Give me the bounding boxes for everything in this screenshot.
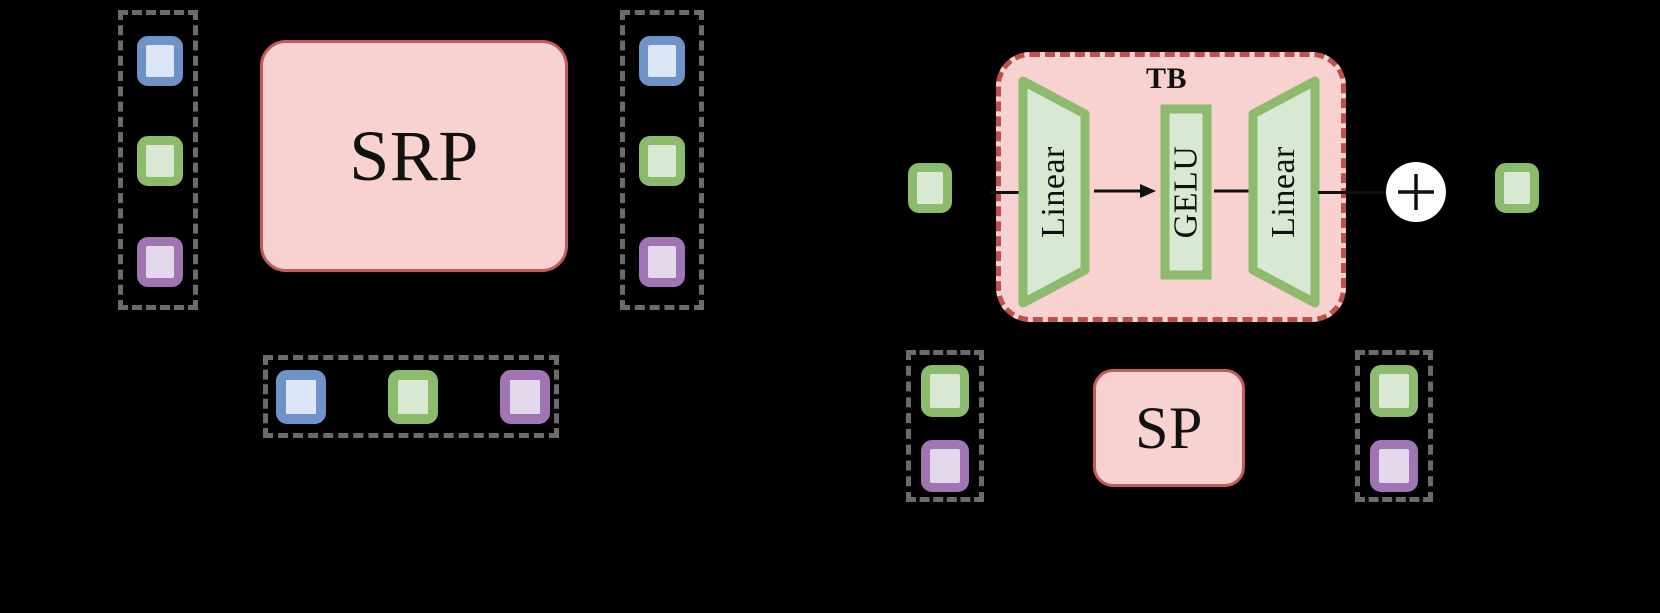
token-purple-sp-output[interactable] — [1370, 440, 1418, 492]
token-green-input[interactable] — [137, 136, 183, 186]
token-purple-sequence[interactable] — [500, 370, 550, 424]
arrow-linear1-to-gelu — [1094, 180, 1156, 202]
tb-output-connector — [1318, 191, 1386, 194]
token-purple-sp-input[interactable] — [921, 440, 969, 492]
input-token-group — [118, 10, 198, 310]
linear-1-shape[interactable]: Linear — [1018, 76, 1090, 308]
token-green-output[interactable] — [639, 136, 685, 186]
token-blue-input[interactable] — [137, 36, 183, 86]
residual-add-node[interactable] — [1386, 162, 1446, 222]
tb-input-token[interactable] — [908, 163, 952, 213]
token-purple-output[interactable] — [639, 237, 685, 287]
sp-block[interactable]: SP — [1093, 369, 1245, 487]
token-blue-output[interactable] — [639, 36, 685, 86]
tb-input-connector — [990, 191, 1035, 194]
tb-output-token[interactable] — [1495, 163, 1539, 213]
gelu-shape[interactable]: GELU — [1160, 104, 1212, 280]
sp-block-label: SP — [1135, 394, 1203, 461]
sp-output-token-group — [1355, 350, 1433, 502]
linear-2-shape[interactable]: Linear — [1248, 76, 1320, 308]
sp-input-token-group — [906, 350, 984, 502]
tb-block-label: TB — [1146, 62, 1188, 95]
srp-block[interactable]: SRP — [260, 40, 568, 272]
token-blue-sequence[interactable] — [276, 370, 326, 424]
sequence-token-group — [263, 355, 559, 438]
token-purple-input[interactable] — [137, 237, 183, 287]
srp-block-label: SRP — [349, 115, 479, 196]
plus-icon — [1398, 174, 1434, 210]
token-green-sp-input[interactable] — [921, 365, 969, 417]
output-token-group — [620, 10, 704, 310]
token-green-sequence[interactable] — [388, 370, 438, 424]
token-green-sp-output[interactable] — [1370, 365, 1418, 417]
